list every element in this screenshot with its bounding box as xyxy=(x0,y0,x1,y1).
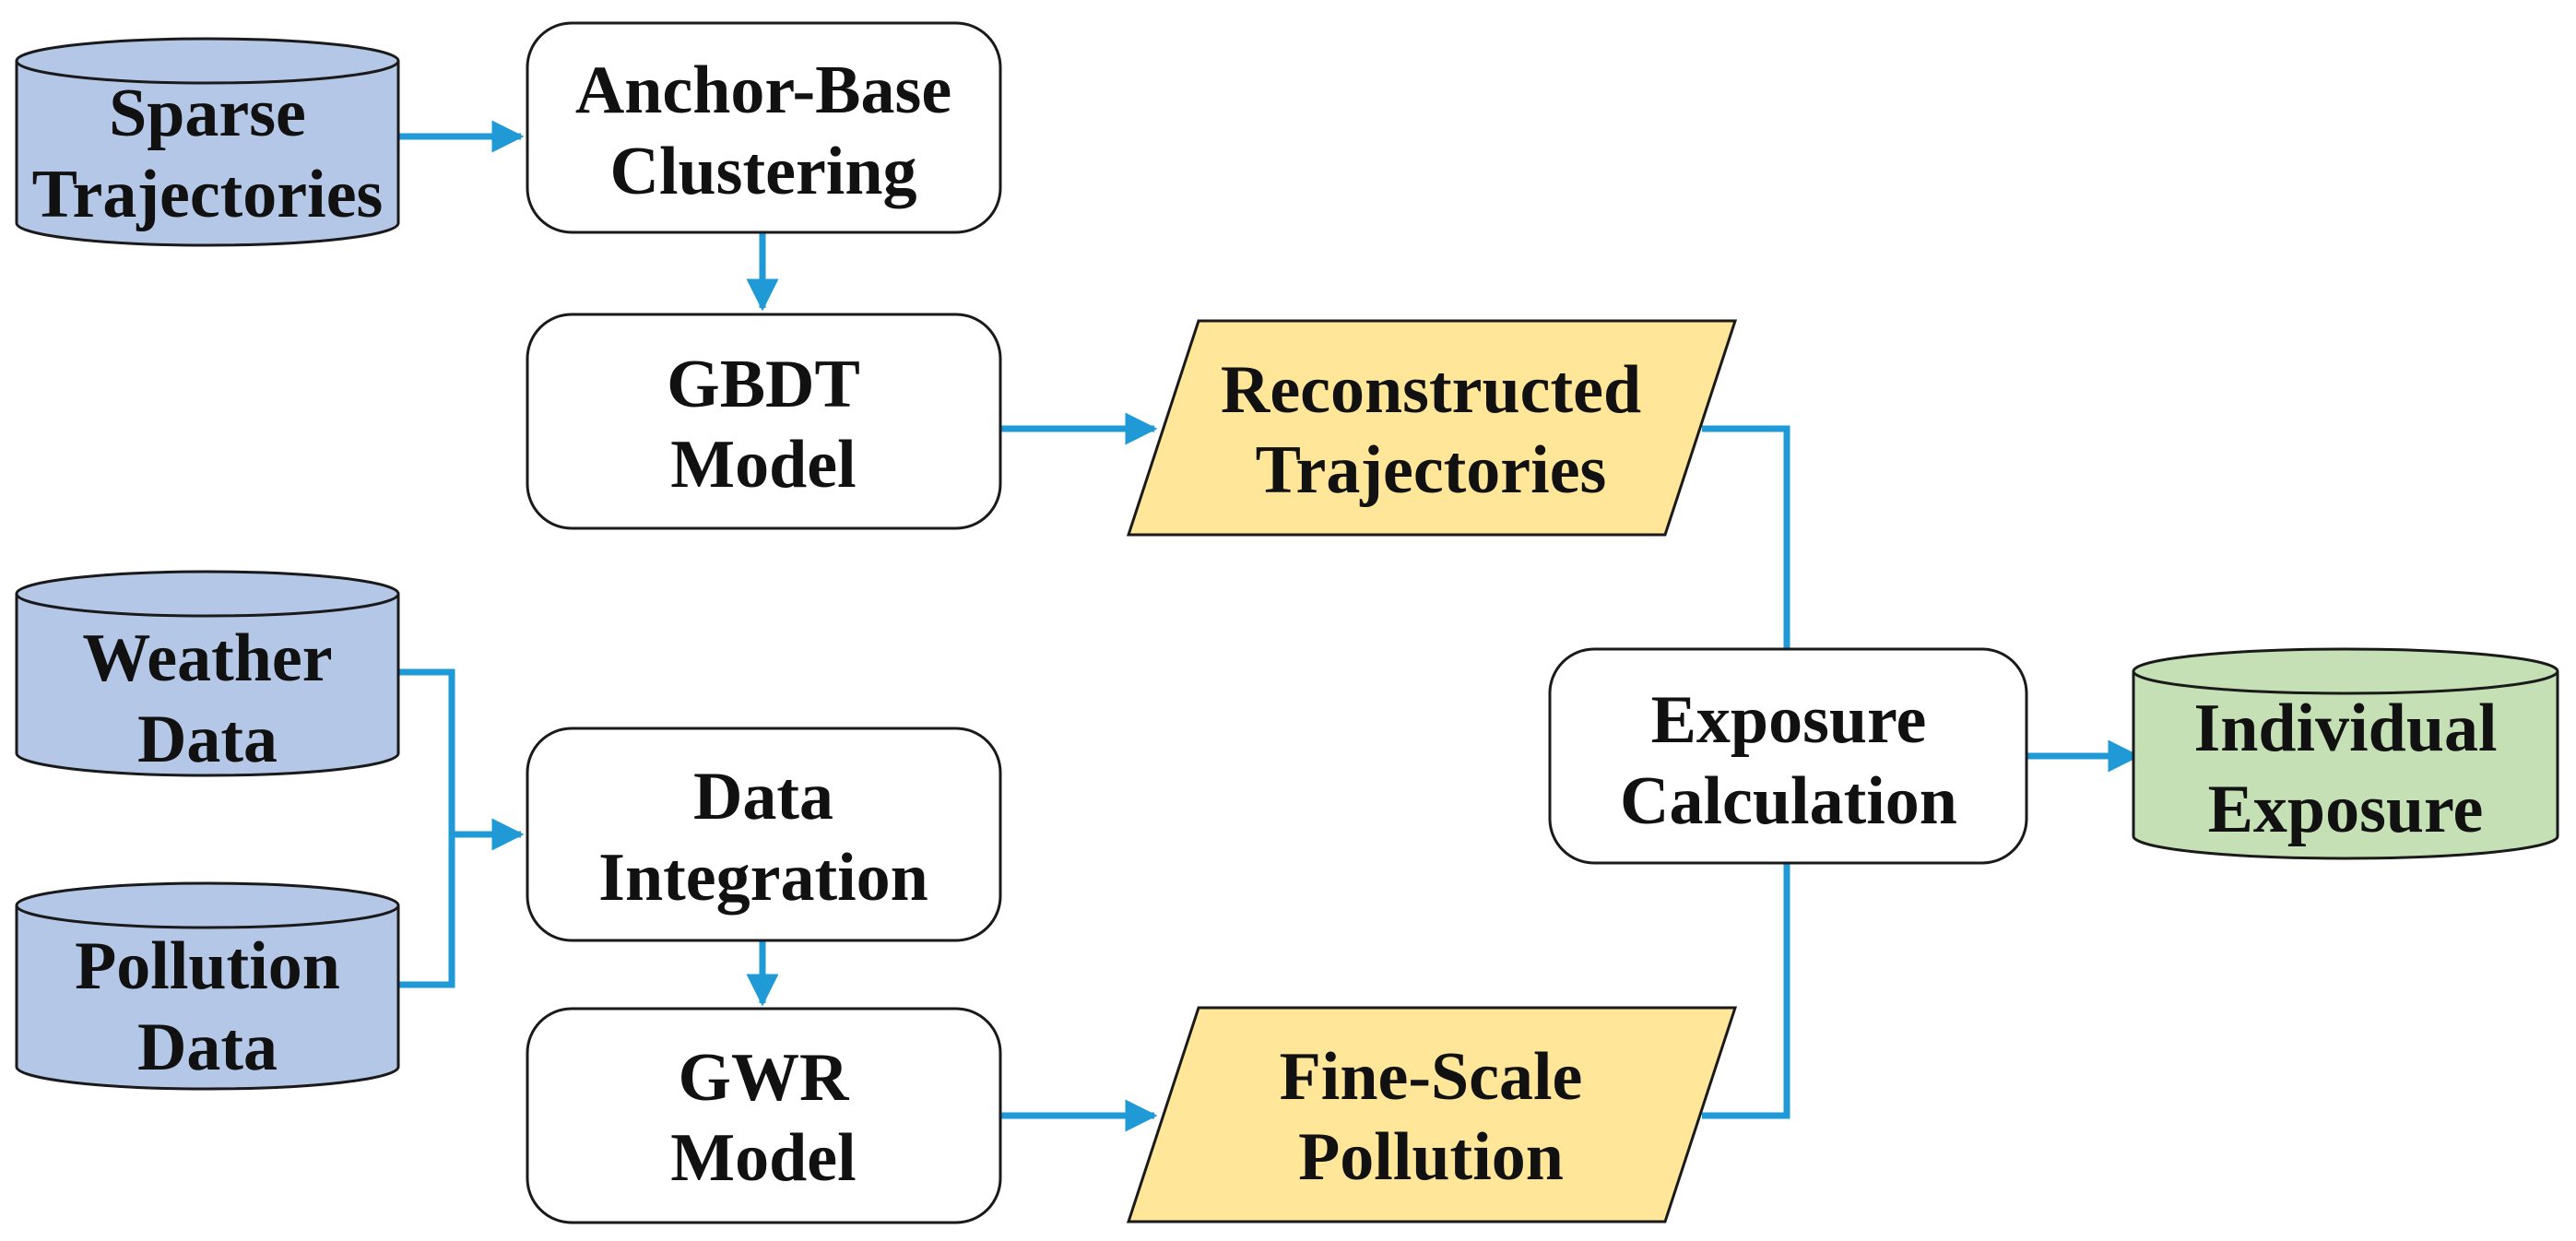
node-fine-scale-pollution: Fine-Scale Pollution xyxy=(1126,1006,1738,1223)
edge-reconstructed-to-exposure xyxy=(1702,425,1790,649)
node-label-line: GWR xyxy=(679,1040,851,1116)
node-sparse-trajectories: Sparse Trajectories xyxy=(15,37,400,247)
node-reconstructed-trajectories: Reconstructed Trajectories xyxy=(1126,319,1738,537)
node-label-line: Weather xyxy=(82,620,332,696)
node-label-line: Exposure xyxy=(2208,772,2484,847)
node-label-line: Pollution xyxy=(1298,1119,1564,1195)
cylinder-shape xyxy=(15,61,400,247)
process-box xyxy=(1548,647,2028,865)
node-label-line: Integration xyxy=(598,840,928,916)
cylinder-top xyxy=(15,37,400,85)
cylinder-top xyxy=(15,570,400,618)
cylinder-shape xyxy=(15,905,400,1091)
io-parallelogram xyxy=(1126,319,1738,537)
node-gwr-model: GWR Model xyxy=(526,1007,1002,1224)
node-gbdt-model: GBDT Model xyxy=(526,313,1002,530)
edge-weather-to-integration xyxy=(398,668,525,851)
edge-finescale-to-exposure xyxy=(1702,863,1790,1119)
node-label-line: Sparse xyxy=(109,76,306,151)
cylinder-top xyxy=(15,881,400,929)
process-box xyxy=(526,21,1002,234)
node-exposure-calculation: Exposure Calculation xyxy=(1548,647,2028,865)
node-label-line: Model xyxy=(670,427,856,502)
node-data-integration: Data Integration xyxy=(526,727,1002,942)
node-label-line: Trajectories xyxy=(32,157,384,232)
cylinder-shape xyxy=(15,594,400,777)
node-label-line: Anchor-Base xyxy=(575,53,951,128)
node-individual-exposure: Individual Exposure xyxy=(2132,647,2559,860)
node-label-line: GBDT xyxy=(667,347,860,422)
node-label-line: Trajectories xyxy=(1256,432,1607,508)
node-label-line: Calculation xyxy=(1620,763,1957,839)
node-label-line: Reconstructed xyxy=(1221,352,1641,428)
node-label-line: Data xyxy=(137,1010,278,1085)
edge-pollution-to-integration xyxy=(398,834,455,988)
node-label-line: Exposure xyxy=(1651,682,1927,758)
cylinder-shape xyxy=(2132,671,2559,860)
connectors xyxy=(398,120,2141,1132)
node-pollution-data: Pollution Data xyxy=(15,881,400,1091)
node-label-line: Clustering xyxy=(610,134,917,209)
node-label-line: Data xyxy=(137,702,278,777)
node-label-line: Fine-Scale xyxy=(1280,1039,1583,1115)
node-anchor-base-clustering: Anchor-Base Clustering xyxy=(526,21,1002,234)
node-label-line: Data xyxy=(693,759,833,834)
process-box xyxy=(526,1007,1002,1224)
process-box xyxy=(526,727,1002,942)
cylinder-top xyxy=(2132,647,2559,695)
node-label-line: Model xyxy=(670,1120,856,1196)
node-label-line: Individual xyxy=(2193,691,2497,766)
node-weather-data: Weather Data xyxy=(15,570,400,777)
io-parallelogram xyxy=(1126,1006,1738,1223)
process-box xyxy=(526,313,1002,530)
node-label-line: Pollution xyxy=(75,928,340,1004)
